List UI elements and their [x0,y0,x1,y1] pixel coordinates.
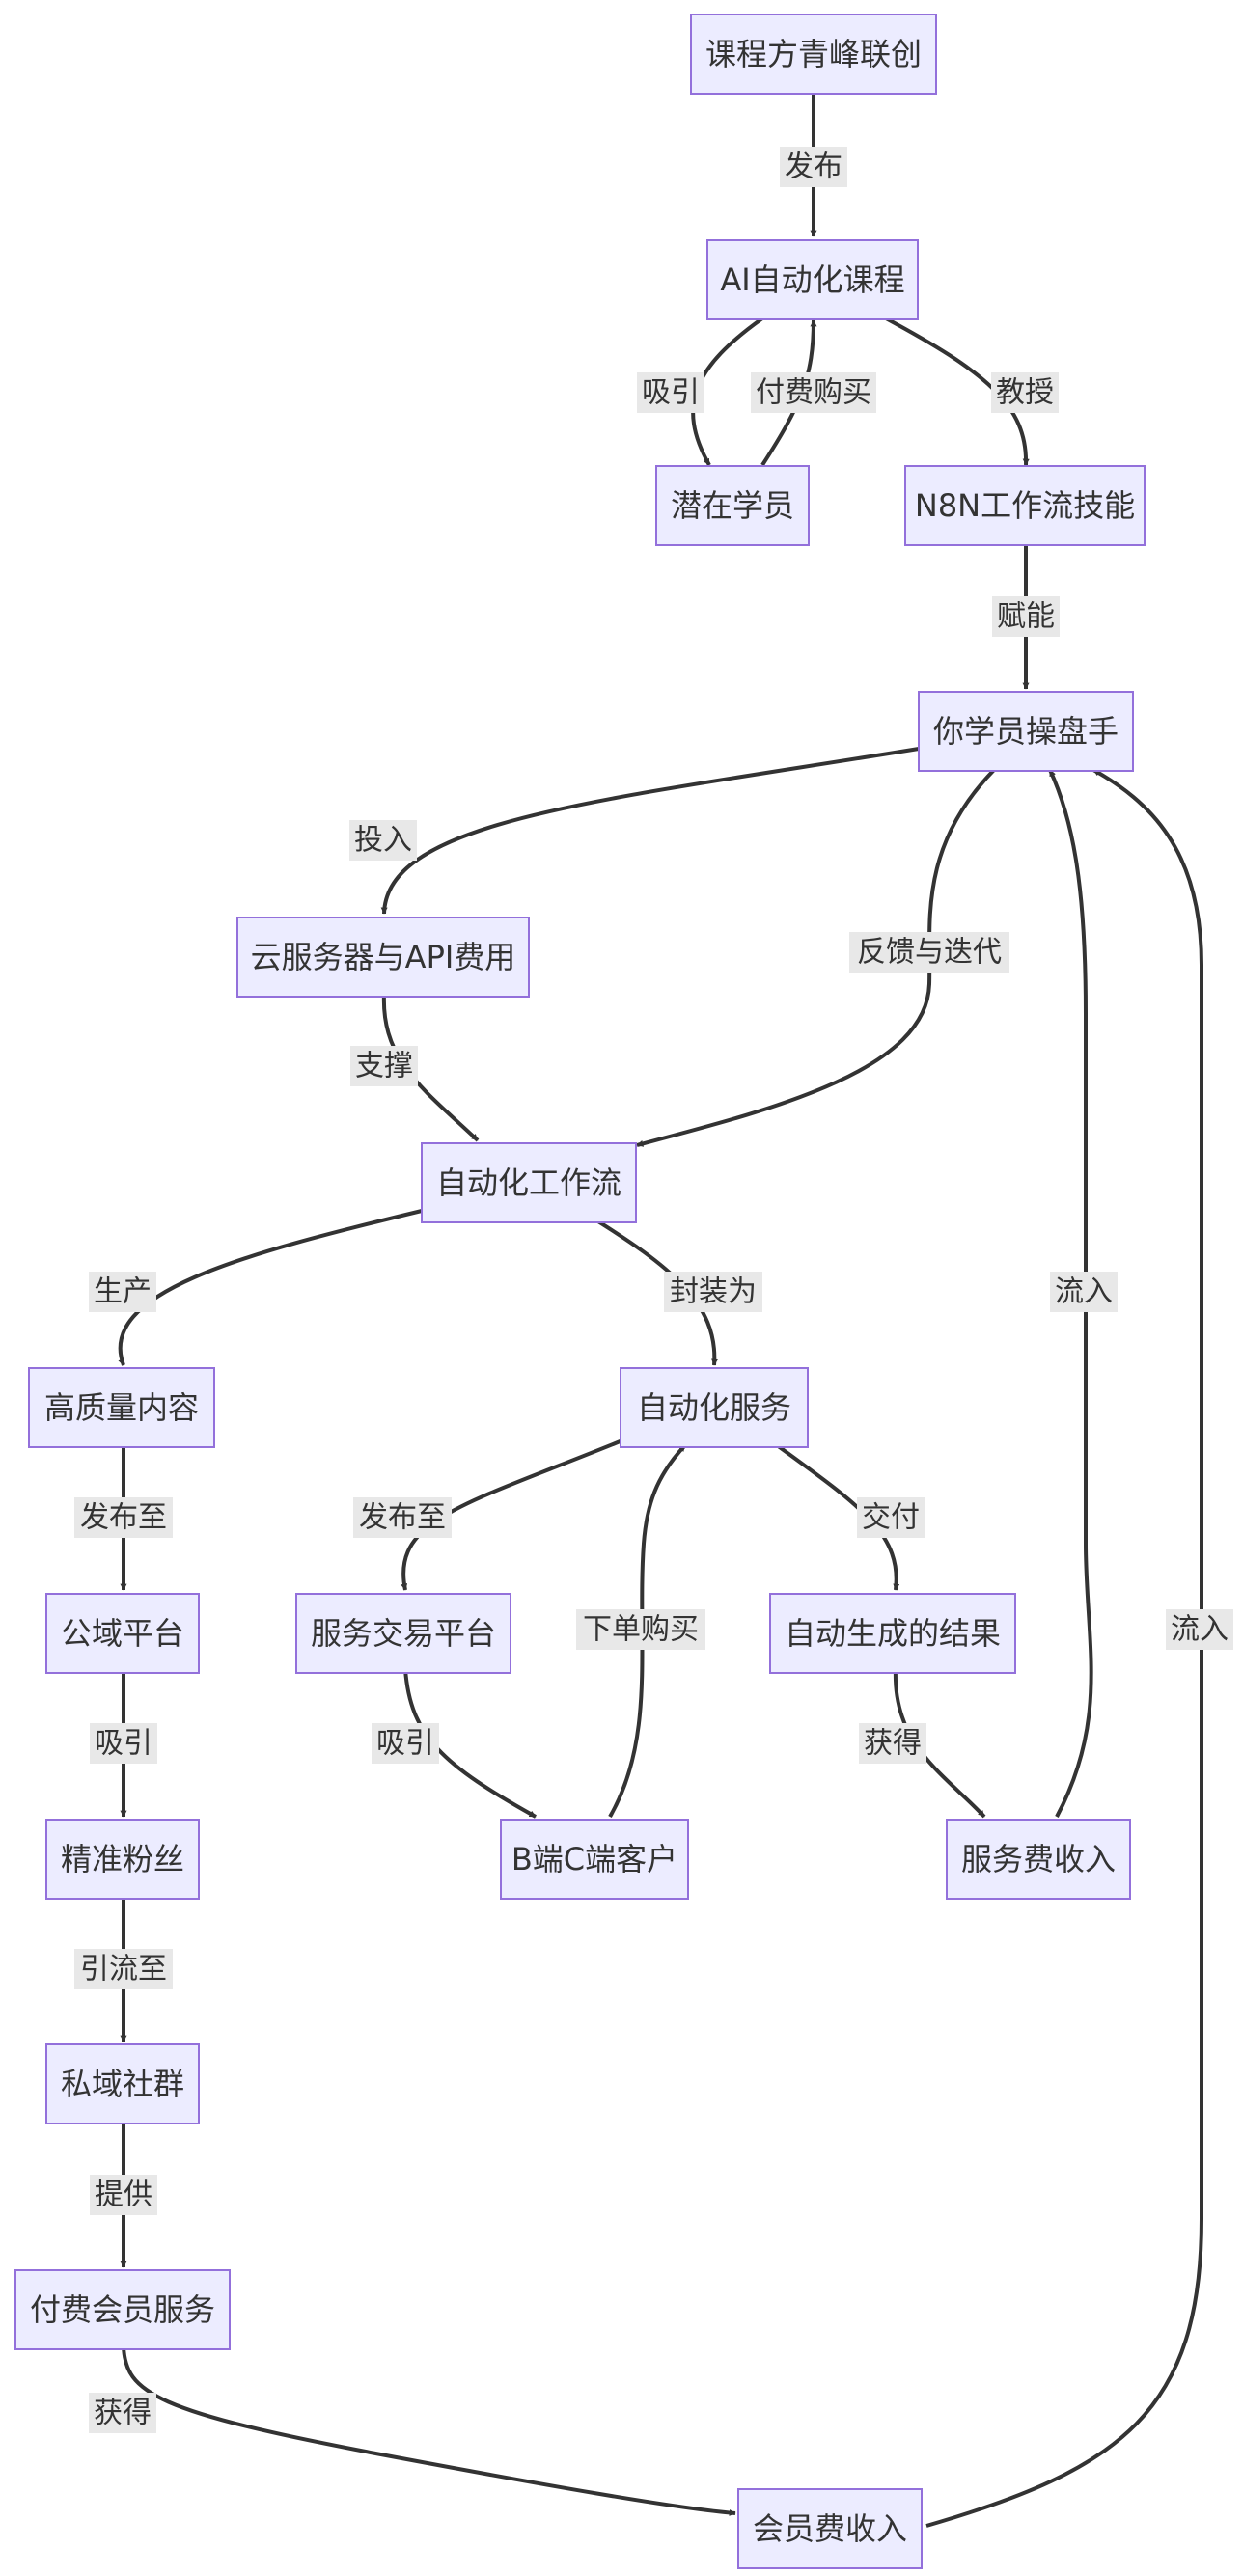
node-course-provider: 课程方青峰联创 [690,14,937,95]
edge-feedback [636,768,996,1147]
svg-text:自动化服务: 自动化服务 [637,1389,791,1426]
svg-text:课程方青峰联创: 课程方青峰联创 [705,36,922,72]
svg-text:发布至: 发布至 [359,1501,446,1535]
svg-text:投入: 投入 [354,824,412,858]
edge-label-publish-to-public: 发布至 [74,1497,173,1538]
edge-label-provide: 提供 [90,2175,157,2215]
edge-label-attract-clients: 吸引 [372,1723,439,1764]
svg-text:反馈与迭代: 反馈与迭代 [857,936,1002,970]
svg-text:服务交易平台: 服务交易平台 [311,1615,496,1652]
edge-label-teach: 教授 [991,372,1059,413]
node-workflow: 自动化工作流 [421,1142,637,1223]
svg-text:流入: 流入 [1055,1275,1113,1309]
edge-label-empower: 赋能 [992,596,1060,637]
edge-produce [118,1209,423,1366]
edge-label-produce: 生产 [89,1272,156,1312]
svg-text:引流至: 引流至 [80,1953,167,1987]
svg-text:流入: 流入 [1171,1613,1229,1647]
svg-text:B端C端客户: B端C端客户 [511,1841,677,1877]
node-fans: 精准粉丝 [45,1819,200,1900]
node-membership-income: 会员费收入 [737,2488,923,2569]
edge-flow-in-membership [925,768,1203,2528]
edge-label-feedback: 反馈与迭代 [849,932,1009,973]
svg-text:发布: 发布 [785,151,842,184]
node-auto-service: 自动化服务 [620,1367,809,1448]
svg-text:付费会员服务: 付费会员服务 [30,2291,215,2328]
svg-text:服务费收入: 服务费收入 [961,1841,1116,1877]
svg-text:吸引: 吸引 [376,1727,434,1761]
svg-text:吸引: 吸引 [95,1727,152,1761]
svg-text:N8N工作流技能: N8N工作流技能 [915,487,1135,524]
node-cloud-cost: 云服务器与API费用 [236,917,530,998]
edge-label-obtain-membership-fee: 获得 [89,2393,156,2433]
edge-label-publish: 发布 [780,147,847,187]
edge-label-obtain-service-fee: 获得 [859,1723,926,1764]
svg-text:潜在学员: 潜在学员 [671,487,794,524]
svg-text:自动化工作流: 自动化工作流 [436,1165,622,1201]
svg-text:付费购买: 付费购买 [756,376,871,410]
node-n8n-skill: N8N工作流技能 [904,465,1146,546]
svg-text:获得: 获得 [864,1727,922,1761]
node-quality-content: 高质量内容 [28,1367,215,1448]
svg-text:发布至: 发布至 [80,1501,167,1535]
svg-text:AI自动化课程: AI自动化课程 [720,261,904,298]
svg-text:提供: 提供 [95,2179,152,2212]
svg-text:下单购买: 下单购买 [583,1613,699,1647]
edge-label-order-buy: 下单购买 [576,1609,705,1650]
svg-text:高质量内容: 高质量内容 [44,1389,199,1426]
svg-text:自动生成的结果: 自动生成的结果 [785,1615,1001,1652]
node-auto-result: 自动生成的结果 [769,1593,1016,1674]
svg-text:支撑: 支撑 [355,1050,413,1083]
svg-text:教授: 教授 [996,376,1054,410]
edge-label-deliver: 交付 [857,1497,925,1538]
edge-invest [380,747,920,915]
edge-label-publish-to-service: 发布至 [353,1497,452,1538]
edge-flow-in-service [1048,769,1093,1818]
svg-text:云服务器与API费用: 云服务器与API费用 [251,939,516,975]
edge-label-pay-buy: 付费购买 [751,372,876,413]
edge-label-attract-students: 吸引 [637,372,704,413]
edge-label-flow-in-service: 流入 [1050,1272,1118,1312]
node-potential-students: 潜在学员 [655,465,810,546]
node-operator: 你学员操盘手 [918,691,1134,772]
svg-text:交付: 交付 [862,1501,920,1535]
edge-label-invest: 投入 [349,820,417,861]
node-service-income: 服务费收入 [946,1819,1131,1900]
edge-label-flow-in-membership: 流入 [1166,1609,1233,1650]
svg-text:私域社群: 私域社群 [61,2066,184,2102]
node-bc-clients: B端C端客户 [500,1819,689,1900]
svg-text:公域平台: 公域平台 [61,1615,184,1652]
svg-text:赋能: 赋能 [997,600,1055,634]
svg-text:封装为: 封装为 [670,1275,757,1309]
node-private-community: 私域社群 [45,2043,200,2124]
svg-text:会员费收入: 会员费收入 [753,2510,907,2547]
edge-label-divert: 引流至 [74,1949,173,1989]
edge-label-support: 支撑 [350,1046,418,1086]
edge-obtain-membership-fee [122,2345,736,2516]
svg-text:精准粉丝: 精准粉丝 [61,1841,184,1877]
svg-text:吸引: 吸引 [642,376,700,410]
node-service-platform: 服务交易平台 [295,1593,511,1674]
node-ai-course: AI自动化课程 [706,239,919,320]
svg-text:生产: 生产 [94,1275,152,1309]
edge-label-package: 封装为 [664,1272,762,1312]
svg-text:你学员操盘手: 你学员操盘手 [933,713,1119,750]
edge-order-buy [608,1443,687,1819]
svg-text:获得: 获得 [94,2397,152,2430]
node-public-platform: 公域平台 [45,1593,200,1674]
edge-label-attract-fans: 吸引 [90,1723,157,1764]
node-paid-membership: 付费会员服务 [14,2269,231,2350]
